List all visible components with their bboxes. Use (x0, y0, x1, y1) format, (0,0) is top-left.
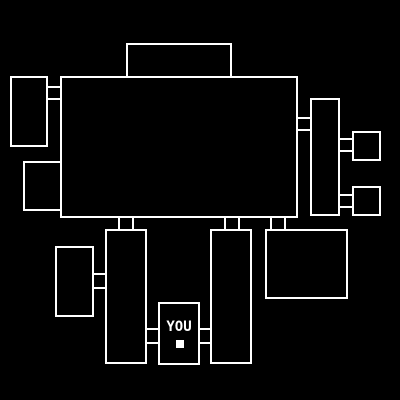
room-right-hall[interactable] (310, 98, 340, 216)
player-location-label: YOU (166, 319, 192, 335)
room-top-stage[interactable] (126, 43, 232, 79)
room-west-closet[interactable] (55, 246, 94, 317)
room-lower-left[interactable] (23, 161, 62, 211)
room-right-small-top[interactable] (352, 131, 381, 161)
room-main-hall[interactable] (60, 76, 298, 218)
office-player-room: YOU (158, 302, 200, 365)
square-marker-icon (176, 340, 184, 348)
room-upper-left[interactable] (10, 76, 48, 147)
room-east-large[interactable] (265, 229, 348, 299)
room-west-hall[interactable] (105, 229, 147, 364)
room-right-small-bottom[interactable] (352, 186, 381, 216)
room-east-hall[interactable] (210, 229, 252, 364)
